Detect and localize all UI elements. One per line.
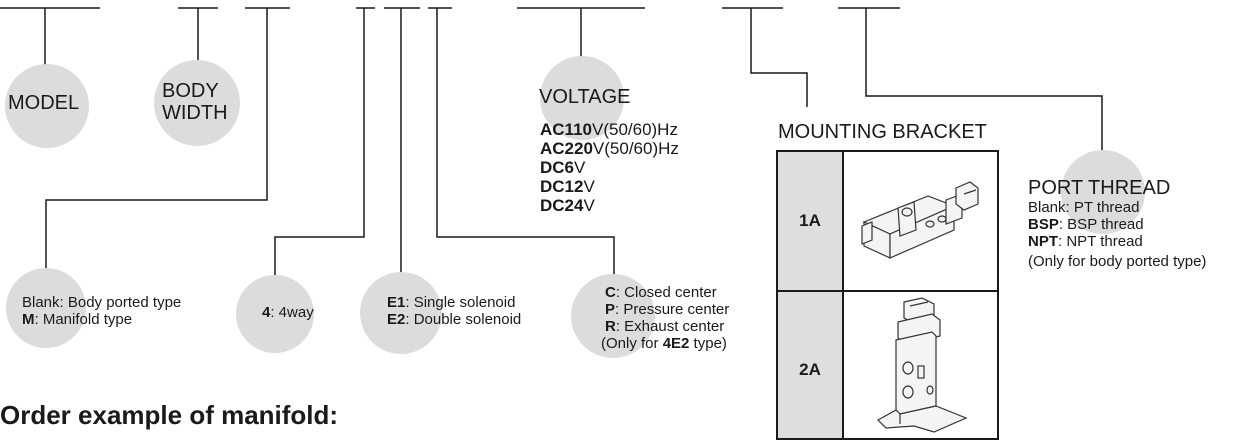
center-options: C: Closed center P: Pressure center R: E… [601, 284, 730, 352]
body-width-label: BODY WIDTH [162, 80, 228, 124]
way-circle [236, 275, 314, 353]
model-circle [5, 64, 89, 148]
mounting-bracket-label: MOUNTING BRACKET [778, 121, 987, 143]
body-type-options: Blank: Body ported type M: Manifold type [22, 294, 182, 328]
voltage-label: VOLTAGE [539, 86, 631, 108]
bracket-code-1a: 1A [799, 211, 821, 230]
voltage-option: AC110V(50/60)Hz [540, 120, 678, 139]
port-thread-options: Blank: PT thread BSP: BSP thread NPT: NP… [1028, 199, 1207, 270]
port-thread-label: PORT THREAD [1028, 177, 1171, 199]
valve-2a-image [877, 297, 968, 433]
voltage-circle [540, 56, 624, 140]
body-width-circle [154, 60, 240, 146]
valve-1a-image [861, 181, 979, 259]
voltage-option: DC24V [540, 196, 595, 215]
voltage-option: DC12V [540, 177, 595, 196]
mounting-bracket-table: 1A 2A [776, 150, 999, 440]
port-thread-circle [1061, 150, 1145, 234]
voltage-option: DC6V [540, 158, 586, 177]
solenoid-circle [360, 272, 442, 354]
way-option: 4: 4way [262, 304, 314, 321]
body-type-circle [6, 268, 86, 348]
voltage-option: AC220V(50/60)Hz [540, 139, 679, 158]
manifold-order-heading: Order example of manifold: [0, 400, 339, 430]
code-column [778, 152, 844, 438]
solenoid-options: E1: Single solenoid E2: Double solenoid [387, 294, 522, 328]
model-label: MODEL [8, 92, 80, 114]
row-divider [778, 290, 997, 292]
bracket-code-2a: 2A [799, 360, 821, 379]
voltage-options: AC110V(50/60)Hz AC220V(50/60)Hz DC6V DC1… [540, 120, 679, 215]
center-circle [571, 274, 655, 358]
